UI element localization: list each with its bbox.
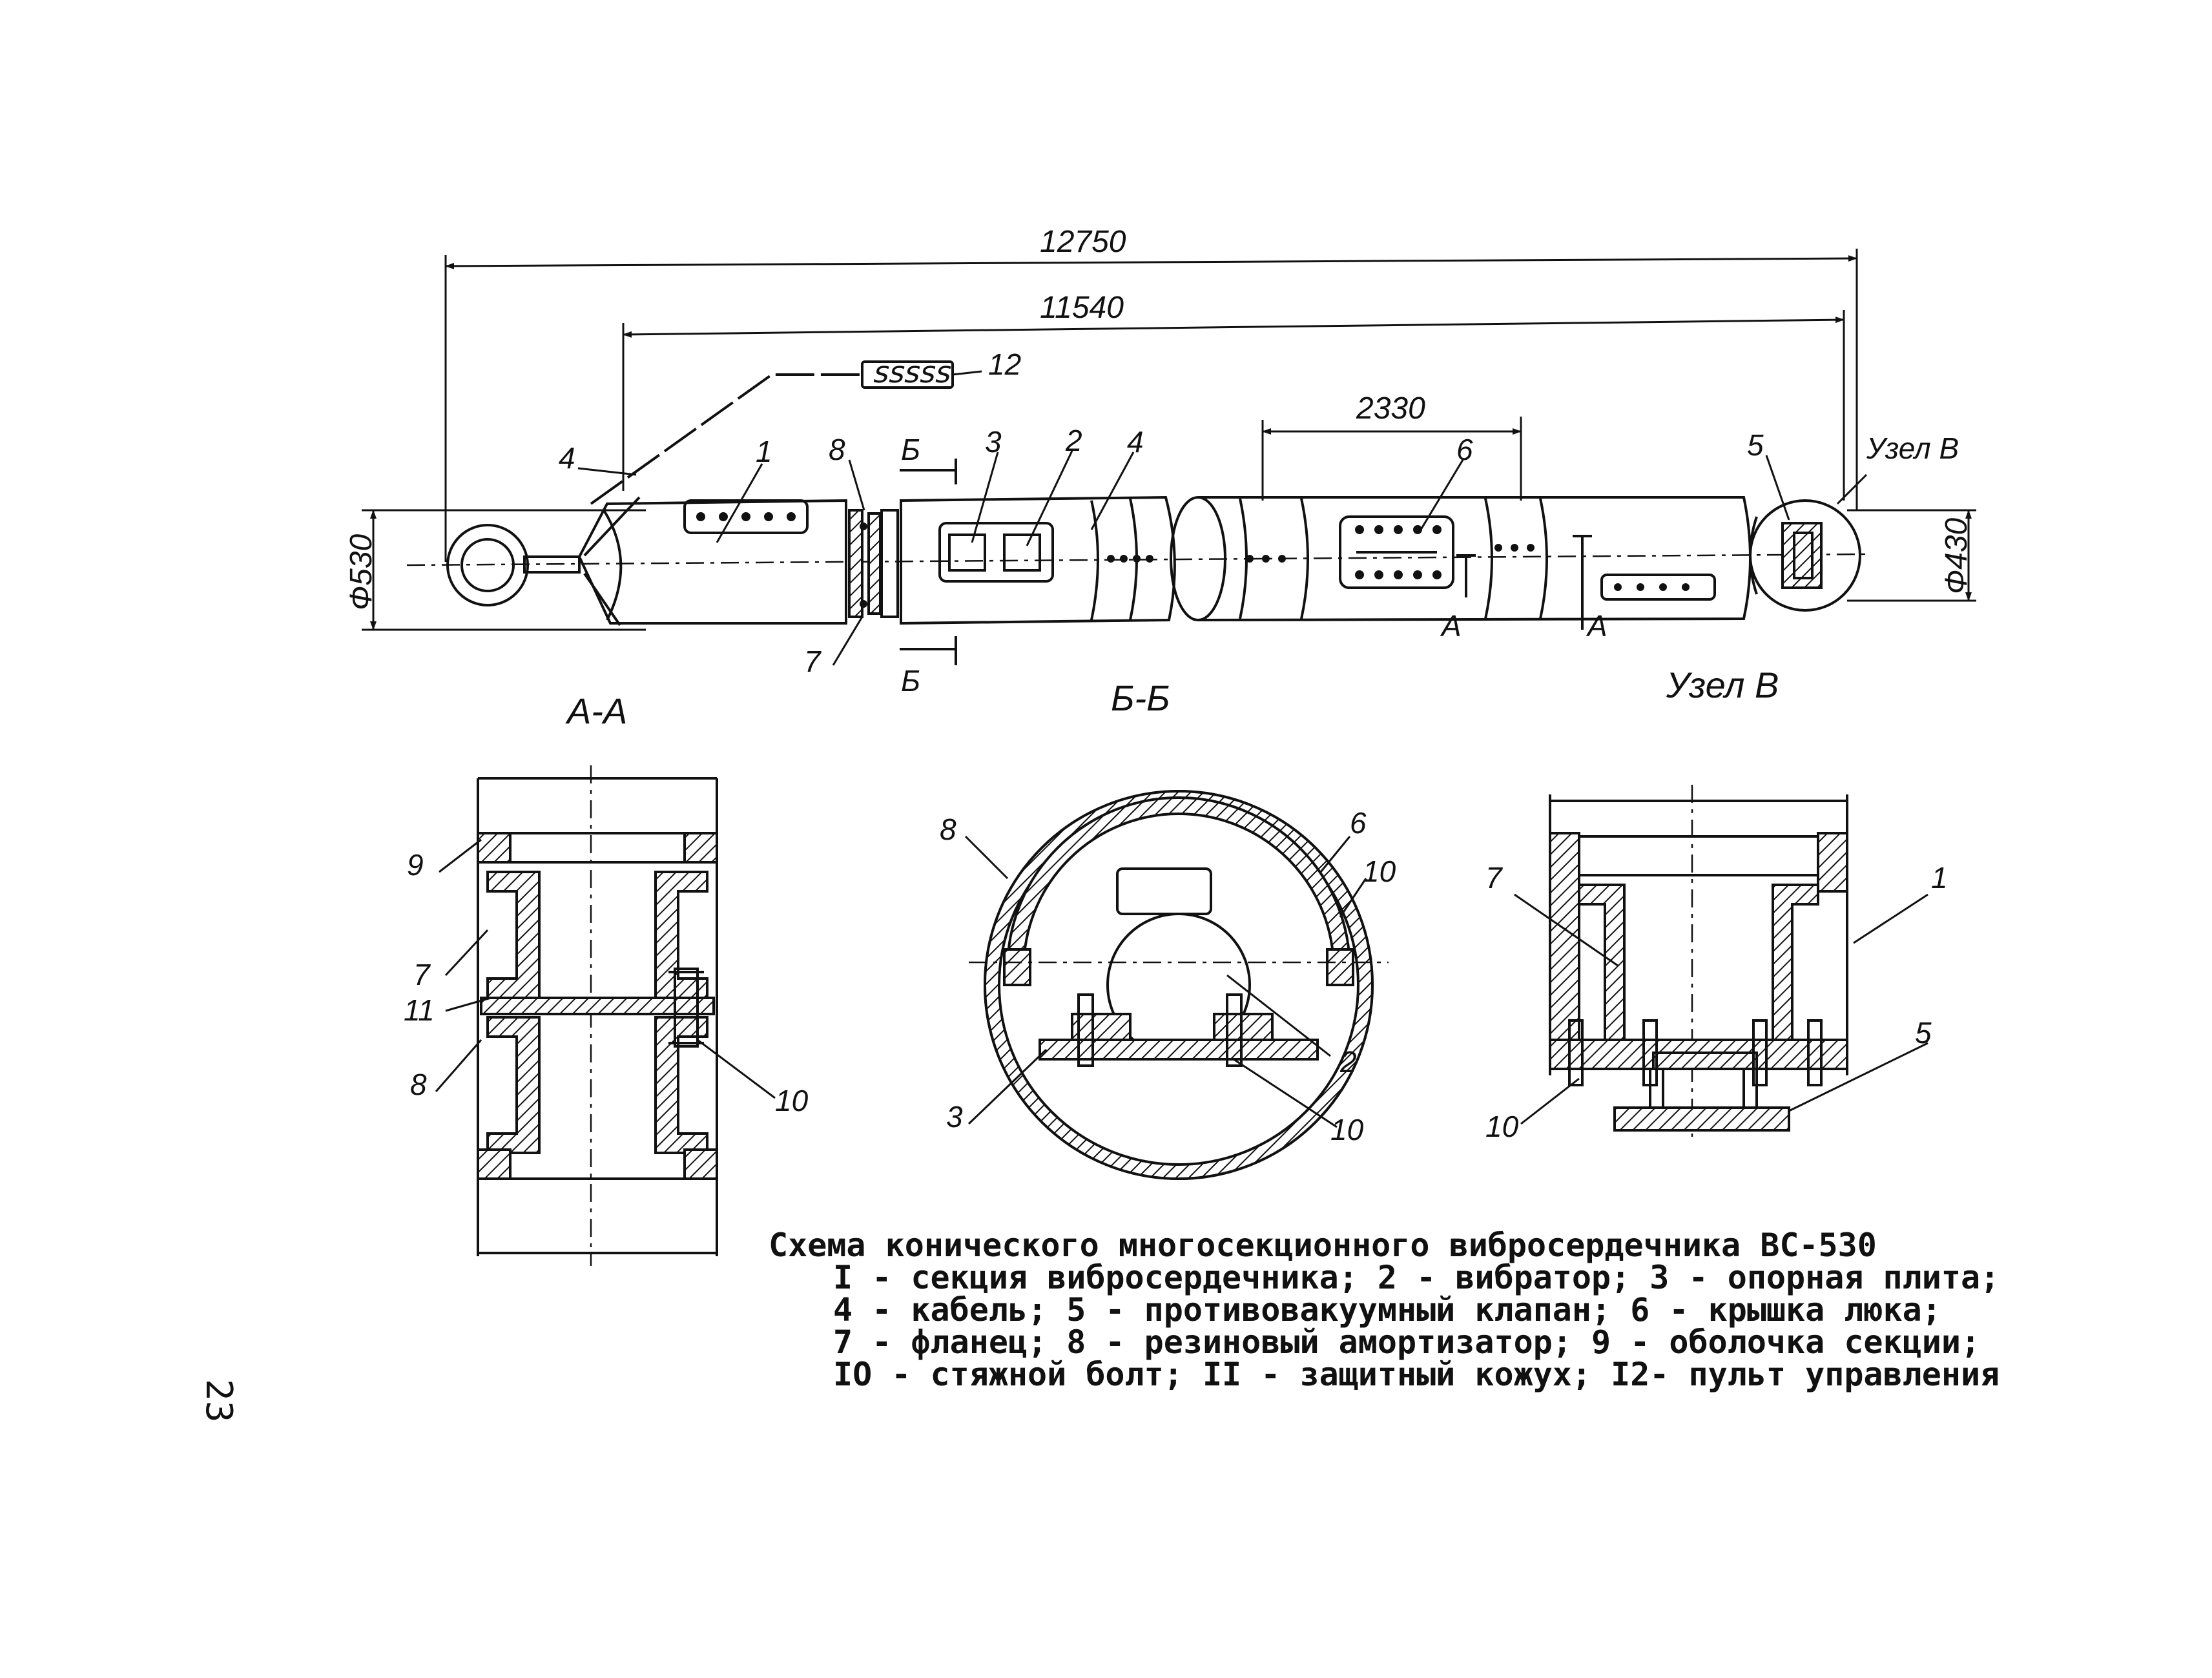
dimension-body: 11540 — [622, 291, 1845, 501]
dimension-diameter-small: Ф430 — [1847, 509, 1976, 602]
label-2-b: 2 — [1339, 1045, 1357, 1079]
dimension-section: 2330 — [1261, 391, 1522, 501]
flange-joint — [848, 509, 899, 618]
cut-b-top-label: Б — [901, 433, 920, 466]
view-title-v: Узел В — [1666, 665, 1779, 705]
label-5-main: 5 — [1747, 428, 1764, 462]
cut-b-bottom-label: Б — [901, 664, 920, 698]
label-8-main: 8 — [829, 433, 845, 466]
label-6-b: 6 — [1350, 806, 1367, 840]
caption-line-3: 7 - фланец; 8 - резиновый амортизатор; 9… — [833, 1323, 1980, 1361]
label-10-a: 10 — [775, 1084, 809, 1117]
dimension-diameter-large: Ф530 — [344, 509, 646, 631]
dimension-overall: 12750 — [444, 225, 1858, 562]
caption: Схема конического многосекционного вибро… — [769, 1227, 2000, 1393]
caption-title: Схема конического многосекционного вибро… — [769, 1227, 1877, 1264]
label-7-v: 7 — [1485, 861, 1503, 895]
cut-a-right-label: A — [1586, 609, 1607, 643]
label-10-v: 10 — [1485, 1110, 1519, 1143]
label-7-main: 7 — [804, 645, 822, 678]
page-number: 23 — [198, 1379, 240, 1422]
section-b-view: 8 6 10 2 10 3 — [940, 790, 1396, 1180]
label-10-b: 10 — [1330, 1113, 1364, 1146]
dimension-overall-label: 12750 — [1040, 225, 1126, 259]
label-3-b: 3 — [946, 1100, 963, 1134]
diameter-large-label: Ф530 — [344, 533, 378, 610]
label-4-main: 4 — [559, 441, 575, 475]
node-v-tag: Узел В — [1866, 431, 1959, 465]
label-1-main: 1 — [756, 435, 772, 468]
label-3-main: 3 — [985, 425, 1002, 459]
dimension-body-label: 11540 — [1040, 291, 1124, 325]
label-12-main: 12 — [988, 347, 1021, 381]
cut-a-left-label: A — [1440, 609, 1462, 643]
caption-line-4: IO - стяжной болт; II - защитный кожух; … — [833, 1356, 2000, 1393]
cut-line-a: A A — [1440, 535, 1607, 643]
section-1-body — [577, 496, 847, 627]
control-panel-marks: ꜱꜱꜱꜱꜱ — [872, 355, 951, 389]
label-4b-main: 4 — [1127, 425, 1144, 459]
section-2-body — [900, 495, 1176, 625]
label-2-main: 2 — [1065, 424, 1082, 457]
caption-line-1: I - секция вибросердечника; 2 - вибратор… — [833, 1259, 2000, 1296]
node-v-view: 7 1 5 10 — [1485, 785, 1948, 1143]
lifting-eye — [446, 524, 581, 606]
cut-line-b: Б Б — [900, 433, 957, 698]
label-5-v: 5 — [1915, 1016, 1932, 1050]
label-7-a: 7 — [413, 958, 431, 991]
node-v-callout — [1749, 473, 1868, 612]
main-elevation: 12750 11540 2330 Ф530 Ф430 — [344, 225, 1976, 698]
label-8-a: 8 — [410, 1068, 427, 1101]
label-10-b-top: 10 — [1363, 855, 1396, 888]
dimension-section-label: 2330 — [1356, 391, 1425, 426]
leaders — [577, 450, 1790, 666]
label-9-a: 9 — [407, 848, 424, 882]
view-title-a: A-A — [565, 690, 627, 731]
section-a-view: 9 7 11 8 10 — [404, 765, 809, 1266]
control-panel: ꜱꜱꜱꜱꜱ — [590, 355, 982, 505]
label-1-v: 1 — [1931, 861, 1948, 895]
diameter-small-label: Ф430 — [1939, 517, 1974, 594]
label-11-a: 11 — [404, 993, 435, 1027]
caption-line-2: 4 - кабель; 5 - противовакуумный клапан;… — [833, 1291, 1941, 1329]
label-8-b: 8 — [940, 813, 956, 846]
view-title-b: Б-Б — [1111, 678, 1170, 718]
label-6-main: 6 — [1456, 433, 1473, 466]
